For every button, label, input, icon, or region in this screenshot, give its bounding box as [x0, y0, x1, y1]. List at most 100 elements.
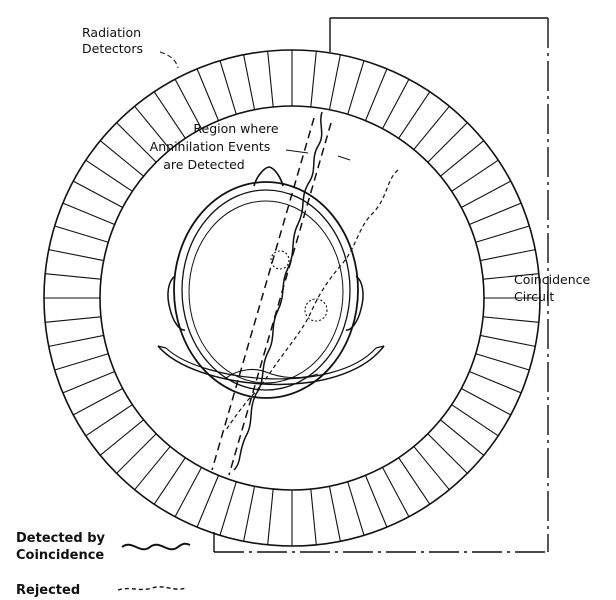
detector-cell-divider	[483, 273, 539, 280]
detector-cell-divider	[461, 180, 511, 208]
detector-cell-divider	[480, 249, 536, 262]
head-support-inner	[165, 347, 377, 380]
detector-cell-divider	[427, 433, 468, 474]
detector-cell-divider	[174, 79, 202, 129]
detector-cell-divider	[310, 51, 317, 107]
head-support-outer	[157, 345, 385, 386]
detector-ring-inner	[99, 105, 485, 491]
detector-cell-divider	[219, 60, 237, 115]
detector-cell-divider	[48, 249, 104, 262]
nose	[253, 166, 284, 187]
detector-cell-divider	[398, 91, 431, 139]
detector-cell-divider	[196, 68, 220, 121]
detector-cell-divider	[62, 370, 115, 394]
detector-cell-divider	[267, 489, 274, 545]
detector-cell-divider	[62, 202, 115, 226]
detector-cell-divider	[73, 388, 123, 416]
coincidence-band-left	[211, 117, 315, 471]
detector-cell-divider	[440, 419, 485, 456]
detector-cell-divider	[413, 105, 450, 150]
detector-cell-divider	[475, 353, 530, 371]
skull-inner	[181, 189, 351, 391]
detector-cell-divider	[48, 334, 104, 347]
detectors-label-line2: Detectors	[82, 41, 143, 56]
region-leader-right	[337, 155, 351, 161]
legend: Detected by Coincidence Rejected	[16, 531, 191, 598]
region-label-line2: Annihilation Events	[150, 139, 271, 154]
detector-cell-divider	[469, 370, 522, 394]
detector-cell-divider	[85, 404, 133, 437]
detector-cell-divider	[153, 91, 186, 139]
region-leader-left	[285, 149, 309, 154]
detector-cell-divider	[382, 79, 410, 129]
detector-cell-divider	[243, 54, 256, 110]
legend-detected-label-line1: Detected by	[16, 531, 106, 546]
coincidence-circuit-wiring	[213, 17, 549, 553]
region-label-line1: Region where	[193, 121, 278, 136]
detector-cell-divider	[196, 475, 220, 528]
head-cross-section	[157, 166, 385, 399]
head-support-end-left	[157, 345, 167, 349]
head-support-end-right	[375, 345, 385, 349]
detector-cell-divider	[267, 51, 274, 107]
detector-cell-divider	[99, 140, 144, 177]
detector-cells	[44, 50, 540, 546]
annihilation-event-lower	[304, 298, 328, 322]
detector-cell-divider	[54, 225, 109, 243]
detector-cell-divider	[451, 159, 499, 192]
region-label-line3: are Detected	[163, 157, 245, 172]
detector-cell-divider	[347, 481, 365, 536]
detected-event-path	[233, 111, 323, 471]
legend-rejected-label: Rejected	[16, 583, 80, 598]
detector-cell-divider	[461, 388, 511, 416]
detector-cell-divider	[451, 404, 499, 437]
detector-cell-divider	[99, 419, 144, 456]
detector-ring	[43, 49, 541, 547]
detector-cell-divider	[413, 446, 450, 491]
detector-cell-divider	[243, 486, 256, 542]
detector-cell-divider	[347, 60, 365, 115]
detector-cell-divider	[73, 180, 123, 208]
detector-cell-divider	[483, 316, 539, 323]
leader-lines	[159, 51, 351, 161]
detector-cell-divider	[475, 225, 530, 243]
coincidence-band	[211, 117, 332, 476]
detector-cell-divider	[153, 457, 186, 505]
legend-rejected-swatch	[117, 586, 187, 591]
detector-cell-divider	[398, 457, 431, 505]
detector-cell-divider	[45, 316, 101, 323]
skull-outer	[173, 181, 359, 399]
neck-contour	[225, 368, 319, 379]
brain-outline	[188, 200, 344, 384]
detector-cell-divider	[364, 68, 388, 121]
coincidence-band-right	[228, 122, 332, 476]
detector-cell-divider	[364, 475, 388, 528]
detector-cell-divider	[328, 486, 341, 542]
detector-cell-divider	[469, 202, 522, 226]
detector-cell-divider	[382, 467, 410, 517]
detector-cell-divider	[45, 273, 101, 280]
legend-detected-swatch	[121, 542, 191, 551]
detector-cell-divider	[174, 467, 202, 517]
legend-detected-label-line2: Coincidence	[16, 548, 104, 563]
circuit-label-line1: Coincidence	[514, 272, 591, 287]
detector-cell-divider	[427, 122, 468, 163]
circuit-label-line2: Circuit	[514, 289, 554, 304]
detector-cell-divider	[134, 446, 171, 491]
annihilation-event-upper	[270, 250, 290, 270]
detectors-leader	[159, 51, 179, 69]
rejected-event-path	[225, 169, 399, 431]
detector-cell-divider	[310, 489, 317, 545]
detector-cell-divider	[116, 433, 157, 474]
detector-cell-divider	[480, 334, 536, 347]
detector-cell-divider	[134, 105, 171, 150]
detector-cell-divider	[440, 140, 485, 177]
detector-cell-divider	[219, 481, 237, 536]
left-ear	[167, 275, 186, 331]
detector-cell-divider	[328, 54, 341, 110]
detectors-label-line1: Radiation	[82, 25, 141, 40]
detector-cell-divider	[116, 122, 157, 163]
right-ear	[345, 275, 364, 331]
